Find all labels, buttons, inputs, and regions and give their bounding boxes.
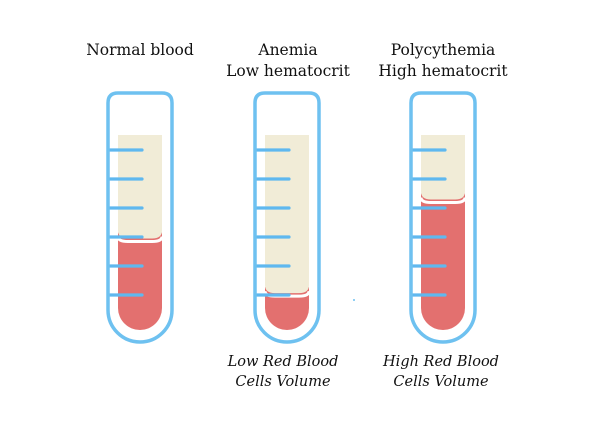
red-cells-layer — [265, 287, 309, 330]
title-polycythemia: Polycythemia High hematocrit — [353, 40, 533, 82]
caption-anemia-line-2: Cells Volume — [235, 374, 331, 390]
tube-outline — [409, 91, 477, 344]
red-cells-layer — [118, 232, 162, 330]
title-normal: Normal blood — [50, 40, 230, 61]
plasma-layer — [421, 135, 465, 200]
plasma-layer — [265, 135, 309, 294]
caption-anemia: Low Red Blood Cells Volume — [193, 352, 373, 392]
title-normal-line-1: Normal blood — [86, 41, 194, 59]
layer-separator — [116, 236, 164, 243]
stray-dot — [353, 299, 355, 301]
layer-separator — [419, 197, 467, 204]
red-cells-layer — [421, 193, 465, 330]
caption-polycythemia: High Red Blood Cells Volume — [351, 352, 531, 392]
title-polycythemia-line-2: High hematocrit — [378, 62, 508, 80]
title-anemia: Anemia Low hematocrit — [198, 40, 378, 82]
test-tube-normal — [106, 91, 174, 344]
test-tube-anemia — [253, 91, 321, 344]
caption-polycythemia-line-1: High Red Blood — [383, 354, 499, 370]
caption-anemia-line-1: Low Red Blood — [227, 354, 339, 370]
tube-outline — [106, 91, 174, 344]
title-anemia-line-2: Low hematocrit — [226, 62, 350, 80]
title-anemia-line-1: Anemia — [258, 41, 318, 59]
caption-polycythemia-line-2: Cells Volume — [393, 374, 489, 390]
test-tube-polycythemia — [409, 91, 477, 344]
plasma-layer — [118, 135, 162, 239]
tube-outline — [253, 91, 321, 344]
title-polycythemia-line-1: Polycythemia — [390, 41, 496, 59]
